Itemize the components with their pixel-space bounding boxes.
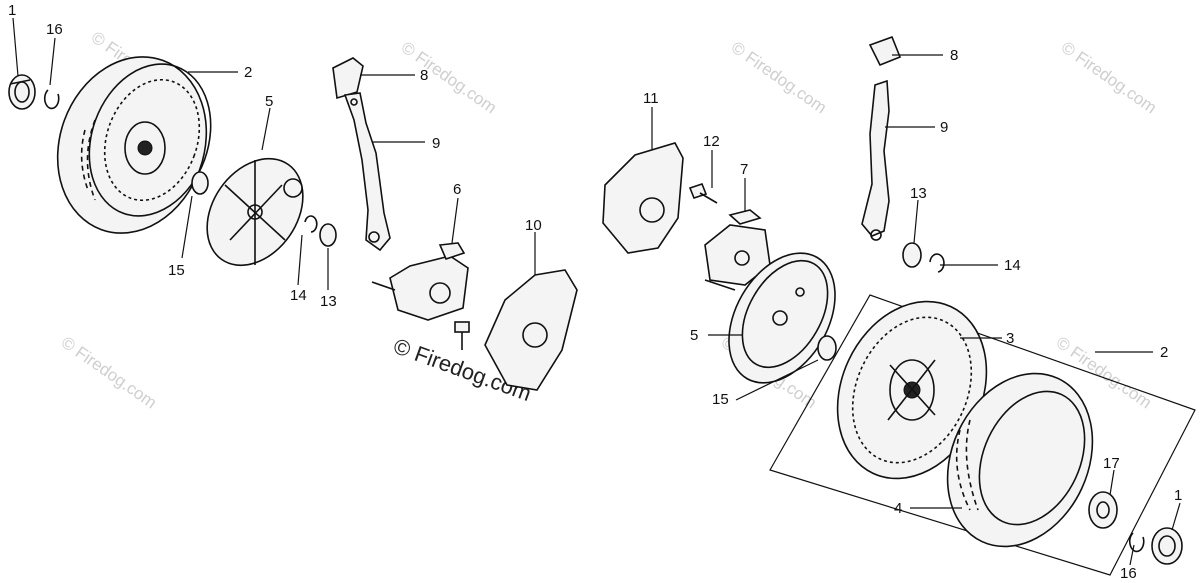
callout: 16	[1120, 565, 1137, 582]
watermark: © Firedog.com	[398, 38, 500, 118]
callout-labels: 1 16 2 5 8 9 6 10 15 14 13 11 12 7 8 9 1…	[8, 2, 1182, 582]
bearing-17	[1088, 491, 1118, 529]
ratchet-pawl-left	[371, 242, 469, 321]
callout: 3	[1006, 330, 1014, 347]
callout: 13	[320, 293, 337, 310]
washer-13-right	[902, 242, 922, 268]
hub-cap-right	[1151, 527, 1183, 565]
callout: 8	[950, 47, 958, 64]
callout: 8	[420, 67, 428, 84]
callout: 13	[910, 185, 927, 202]
callout: 7	[740, 161, 748, 178]
lever-right	[861, 35, 902, 241]
callout: 9	[432, 135, 440, 152]
watermark: © Firedog.com	[58, 333, 160, 413]
wheel-left	[56, 56, 212, 234]
e-clip-left	[304, 215, 318, 233]
callout: 6	[453, 181, 461, 198]
callout: 4	[894, 500, 902, 517]
callout: 16	[46, 21, 63, 38]
callout: 2	[1160, 344, 1168, 361]
callout: 10	[525, 217, 542, 234]
ratchet-pawl-right	[704, 209, 771, 291]
bracket-11	[602, 142, 684, 254]
hub-cap-left	[8, 74, 36, 110]
washer-13-left	[319, 223, 337, 247]
tire-right	[946, 372, 1094, 548]
gear-cover-left	[206, 157, 304, 267]
bracket-left	[484, 269, 578, 391]
callout: 11	[643, 90, 659, 107]
circlip-left	[43, 89, 60, 110]
callout: 14	[1004, 257, 1021, 274]
callout: 14	[290, 287, 307, 304]
callout: 15	[712, 391, 729, 408]
leader-lines	[12, 17, 1181, 566]
bolt-12	[688, 183, 718, 204]
callout: 1	[8, 2, 16, 19]
callout: 5	[265, 93, 273, 110]
callout: 17	[1103, 455, 1120, 472]
callout: 9	[940, 119, 948, 136]
callout: 2	[244, 64, 252, 81]
bolt-left	[454, 321, 470, 350]
circlip-right	[1128, 532, 1145, 553]
lever-left	[332, 57, 391, 252]
wheel-rim-right	[836, 300, 988, 480]
callout: 5	[690, 327, 698, 344]
washer-15-right	[817, 335, 837, 361]
callout: 15	[168, 262, 185, 279]
watermark: © Firedog.com	[728, 38, 830, 118]
washer-left	[191, 171, 209, 195]
e-clip-right	[929, 253, 945, 273]
watermark: © Firedog.com	[1058, 38, 1160, 118]
callout: 12	[703, 133, 720, 150]
callout: 1	[1174, 487, 1182, 504]
